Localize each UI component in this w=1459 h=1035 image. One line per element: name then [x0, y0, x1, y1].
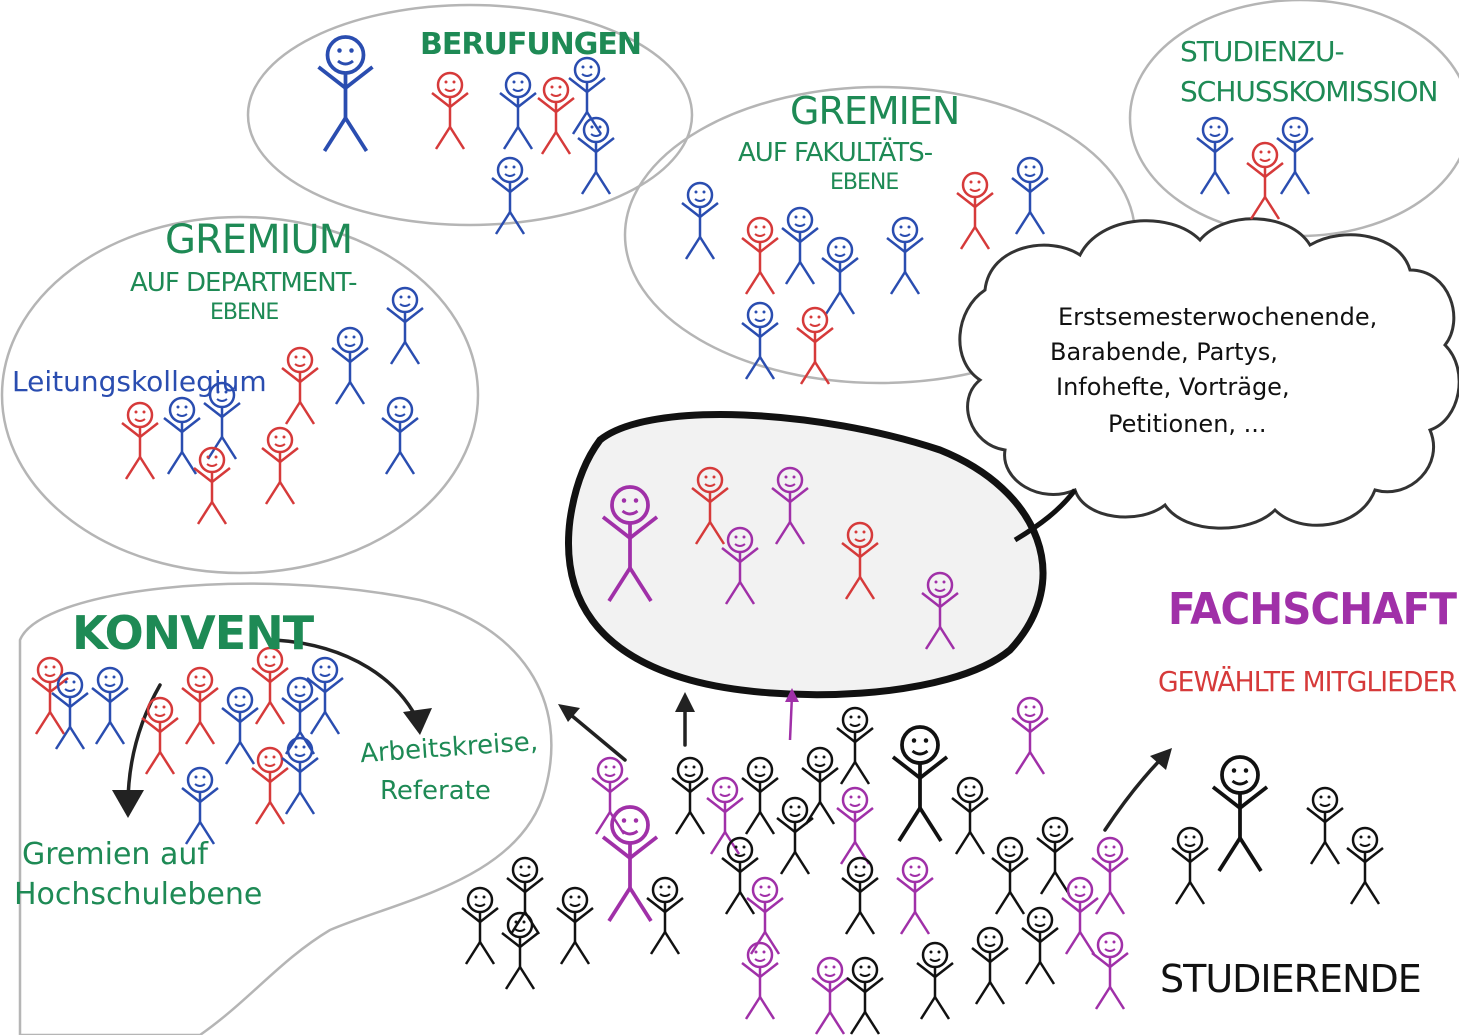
cloud-connector [1013, 488, 1077, 543]
thought-cloud [958, 217, 1459, 530]
cloud-line-3: Infohefte, Vorträge, [1056, 373, 1290, 401]
cloud-line-2: Barabende, Partys, [1050, 338, 1278, 366]
studierende-label: STUDIERENDE [1160, 957, 1422, 1001]
bubble-berufungen [246, 3, 694, 227]
figures-studienzuschuss [1195, 116, 1315, 221]
arrow-purple-up [788, 694, 794, 741]
arrow-up-left [563, 708, 627, 762]
label-gremien-hochschule-line2: Hochschulebene [14, 877, 263, 912]
label-berufungen: BERUFUNGEN [420, 27, 642, 62]
bubble-gremium-department [0, 215, 480, 575]
arrow-konvent-gremien-hs [126, 683, 162, 807]
arrow-konvent-arbeitskreise [273, 638, 422, 727]
label-arbeitskreise-line2: Referate [380, 776, 491, 806]
fachschaft-subtitle: GEWÄHLTE MITGLIEDER [1158, 665, 1457, 698]
label-gremium-department-title: GREMIUM [165, 217, 353, 263]
label-gremium-department-line2: EBENE [210, 300, 279, 325]
figures-berufungen [316, 35, 616, 236]
label-gremien-fakultaet-title: GREMIEN [790, 89, 960, 133]
fachschaft-blob [565, 411, 1047, 699]
label-gremium-department-line1: AUF DEPARTMENT- [130, 268, 358, 298]
label-leitungskollegium: Leitungskollegium [12, 365, 267, 398]
cloud-line-4: Petitionen, ... [1108, 410, 1267, 438]
label-gremien-fakultaet-line2: EBENE [830, 170, 899, 195]
fachschaft-title: FACHSCHAFT [1168, 584, 1457, 635]
label-gremien-fakultaet-line1: AUF FAKULTÄTS- [738, 138, 933, 168]
label-gremien-hochschule-line1: Gremien auf [22, 837, 208, 872]
arrow-studierende-fachschaft [1103, 753, 1167, 832]
figures-konvent [30, 646, 345, 846]
label-studienzuschuss-line1: STUDIENZU- [1180, 35, 1345, 68]
label-studienzuschuss-line2: SCHUSSKOMISSION [1180, 75, 1438, 108]
label-konvent: KONVENT [72, 606, 314, 660]
cloud-line-1: Erstsemesterwochenende, [1058, 303, 1378, 331]
bubble-konvent [18, 582, 553, 1035]
